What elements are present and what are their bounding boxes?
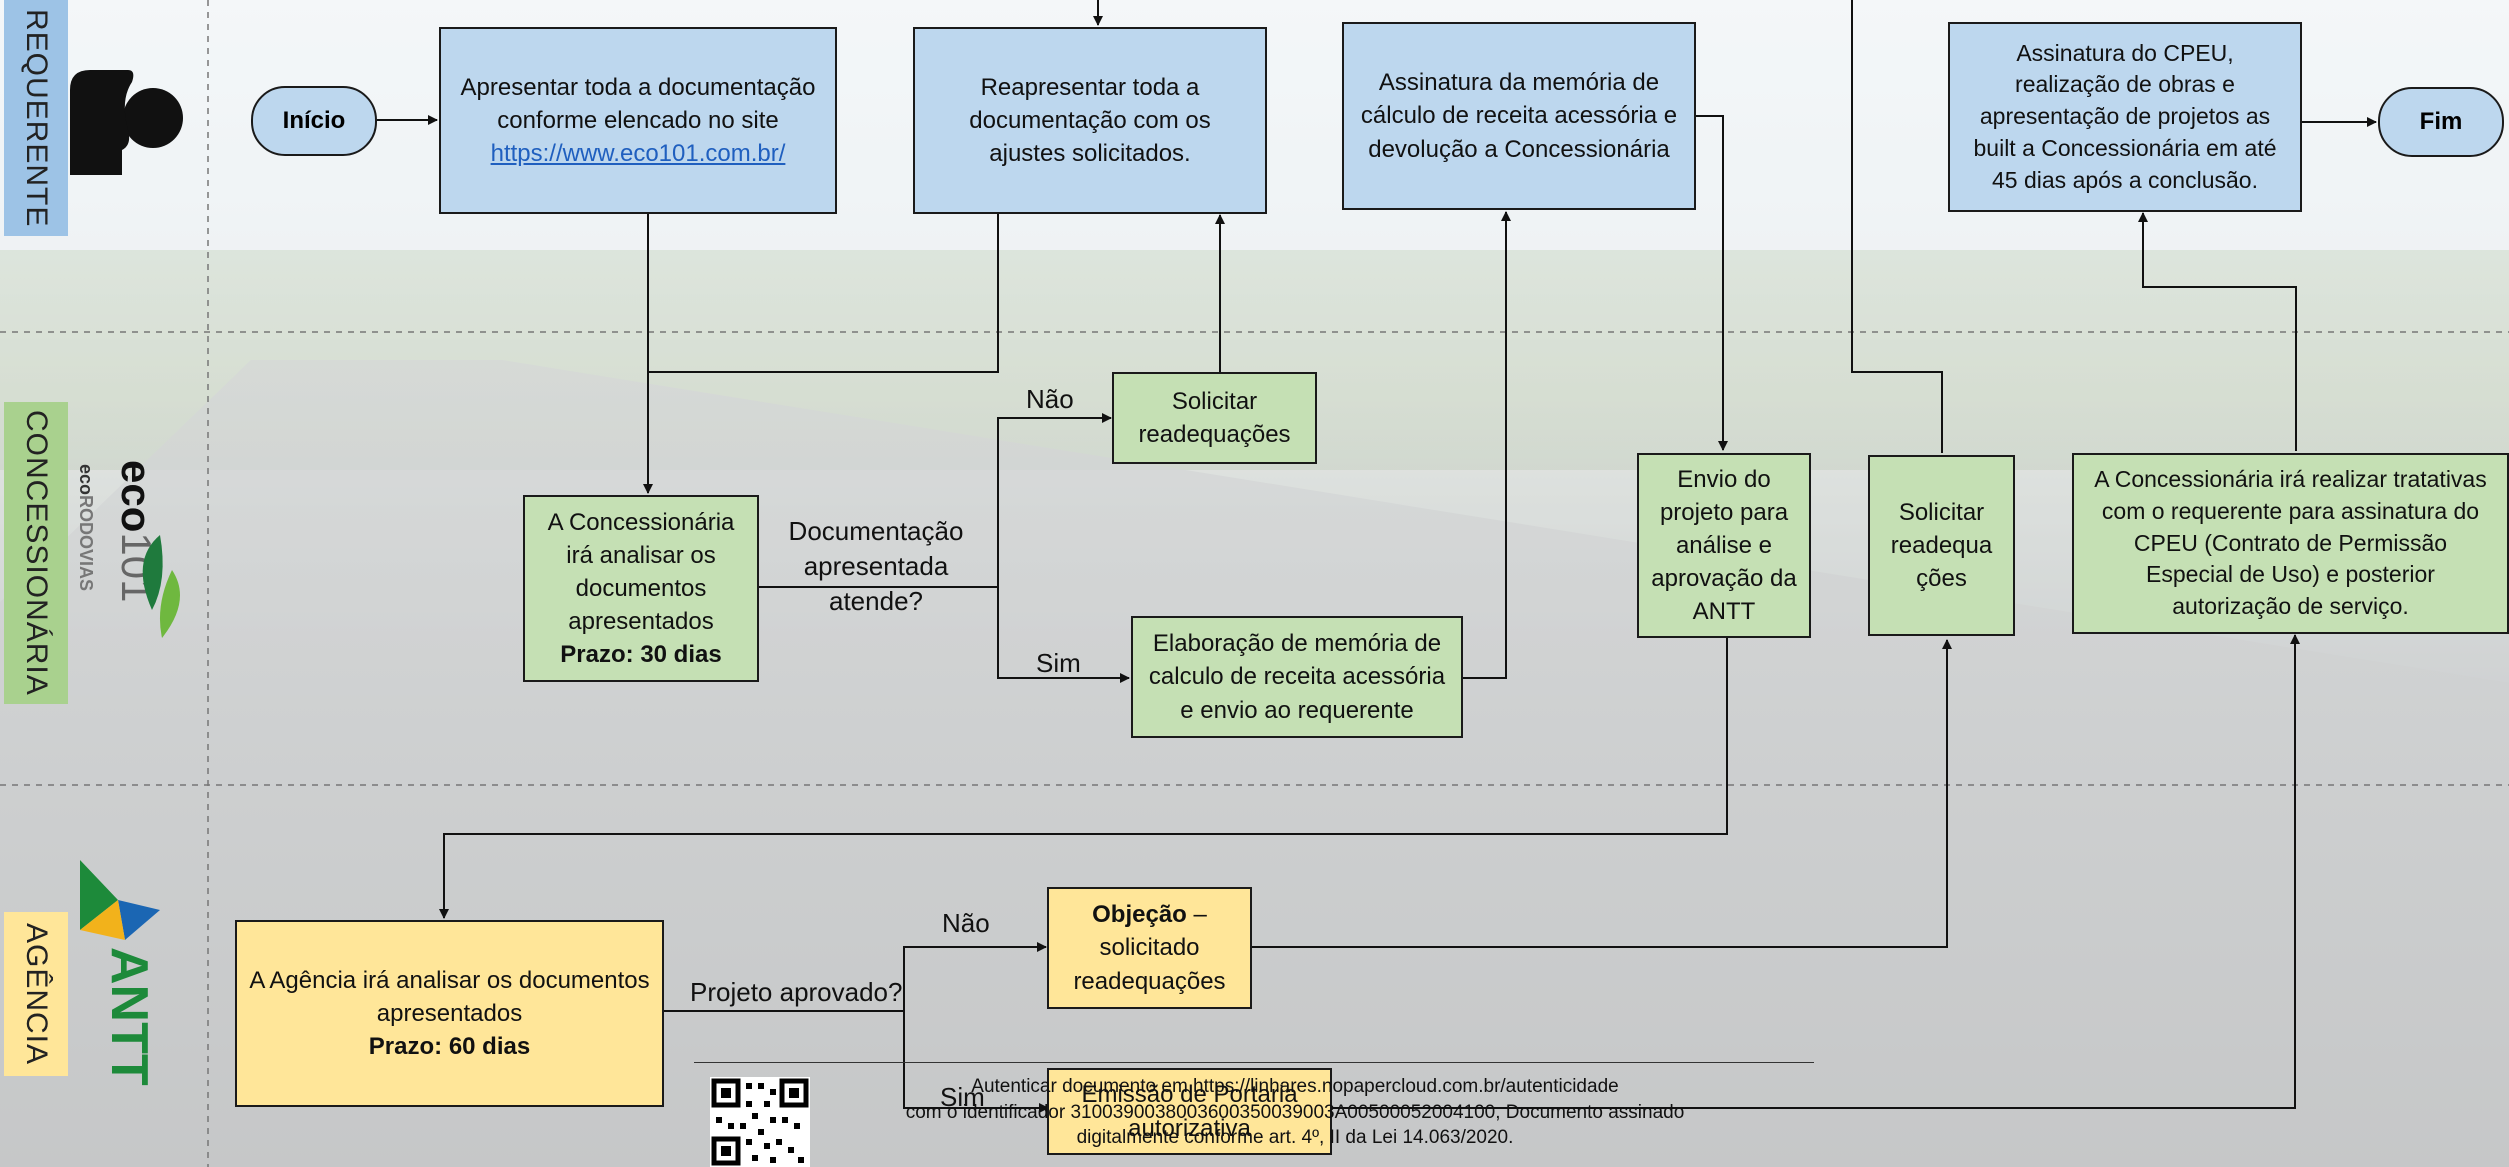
footer-rule [694, 1062, 1814, 1063]
label-sim-2: Sim [940, 1082, 985, 1112]
footer-line-3: digitalmente conforme art. 4º, II da Lei… [1076, 1127, 1514, 1149]
apresentar-documentacao-text: Apresentar toda a documentação conforme … [460, 73, 816, 134]
label-nao-2: Não [942, 908, 990, 938]
person-icon [70, 70, 183, 175]
objecao-bold-text: Objeção [1092, 901, 1187, 929]
concessionaria-prazo: Prazo: 30 dias [560, 641, 722, 669]
antt-logo: ANTT [80, 860, 160, 1086]
assinatura-cpeu-box: Assinatura do CPEU, realização de obras … [1948, 22, 2302, 212]
assinatura-memoria-box: Assinatura da memória de cálculo de rece… [1342, 22, 1696, 210]
envio-projeto-antt-box: Envio do projeto para análise e aprovaçã… [1637, 453, 1811, 638]
emissao-portaria-box: Emissão de Portaria autorizativa [1047, 1068, 1332, 1155]
footer-line-1: Autenticar documento em https://linhares… [971, 1076, 1619, 1097]
footer-line-2: com o identificador 31003900380036003500… [905, 1101, 1685, 1123]
svg-text:ecoRODOVIAS: ecoRODOVIAS [76, 464, 96, 591]
concessionaria-tratativas-box: A Concessionária irá realizar tratativas… [2072, 453, 2509, 634]
label-sim-1: Sim [1036, 648, 1081, 678]
authentication-footer: Autenticar documento em https://linhares… [700, 1074, 1890, 1151]
agencia-analisar-text: A Agência irá analisar os documentos apr… [249, 966, 650, 1027]
objecao-rest-text: – solicitado readequações [1073, 901, 1226, 995]
start-node: Início [251, 86, 377, 156]
concessionaria-analisar-box: A Concessionária irá analisar os documen… [523, 495, 759, 682]
concessionaria-analisar-text: A Concessionária irá analisar os documen… [547, 508, 735, 636]
decision-projeto-aprovado: Projeto aprovado? [690, 977, 903, 1007]
eco101-logo: eco101 ecoRODOVIAS [76, 460, 180, 638]
elaboracao-memoria-box: Elaboração de memória de calculo de rece… [1131, 616, 1463, 738]
end-node: Fim [2378, 87, 2504, 157]
solicitar-readequacoes-box: Solicitar readequações [1112, 372, 1317, 464]
svg-text:ANTT: ANTT [100, 947, 158, 1086]
agencia-analisar-box: A Agência irá analisar os documentos apr… [235, 920, 664, 1107]
eco101-site-link[interactable]: https://www.eco101.com.br/ [490, 140, 786, 168]
objecao-box: Objeção – solicitado readequações [1047, 887, 1252, 1009]
lane-label-agencia: AGÊNCIA [4, 912, 68, 1076]
label-nao-1: Não [1026, 384, 1074, 414]
reapresentar-documentacao-box: Reapresentar toda a documentação com os … [913, 27, 1267, 214]
lane-label-concessionaria: CONCESSIONÁRIA [4, 402, 68, 704]
qr-code [710, 1077, 810, 1167]
decision-documentacao-atende: Documentação apresentada atende? [788, 516, 964, 617]
apresentar-documentacao-box: Apresentar toda a documentação conforme … [439, 27, 837, 214]
lane-label-requerente: REQUERENTE [4, 0, 68, 236]
solicitar-readequacoes-2-box: Solicitar readequa ções [1868, 455, 2015, 636]
agencia-prazo: Prazo: 60 dias [368, 1033, 531, 1061]
